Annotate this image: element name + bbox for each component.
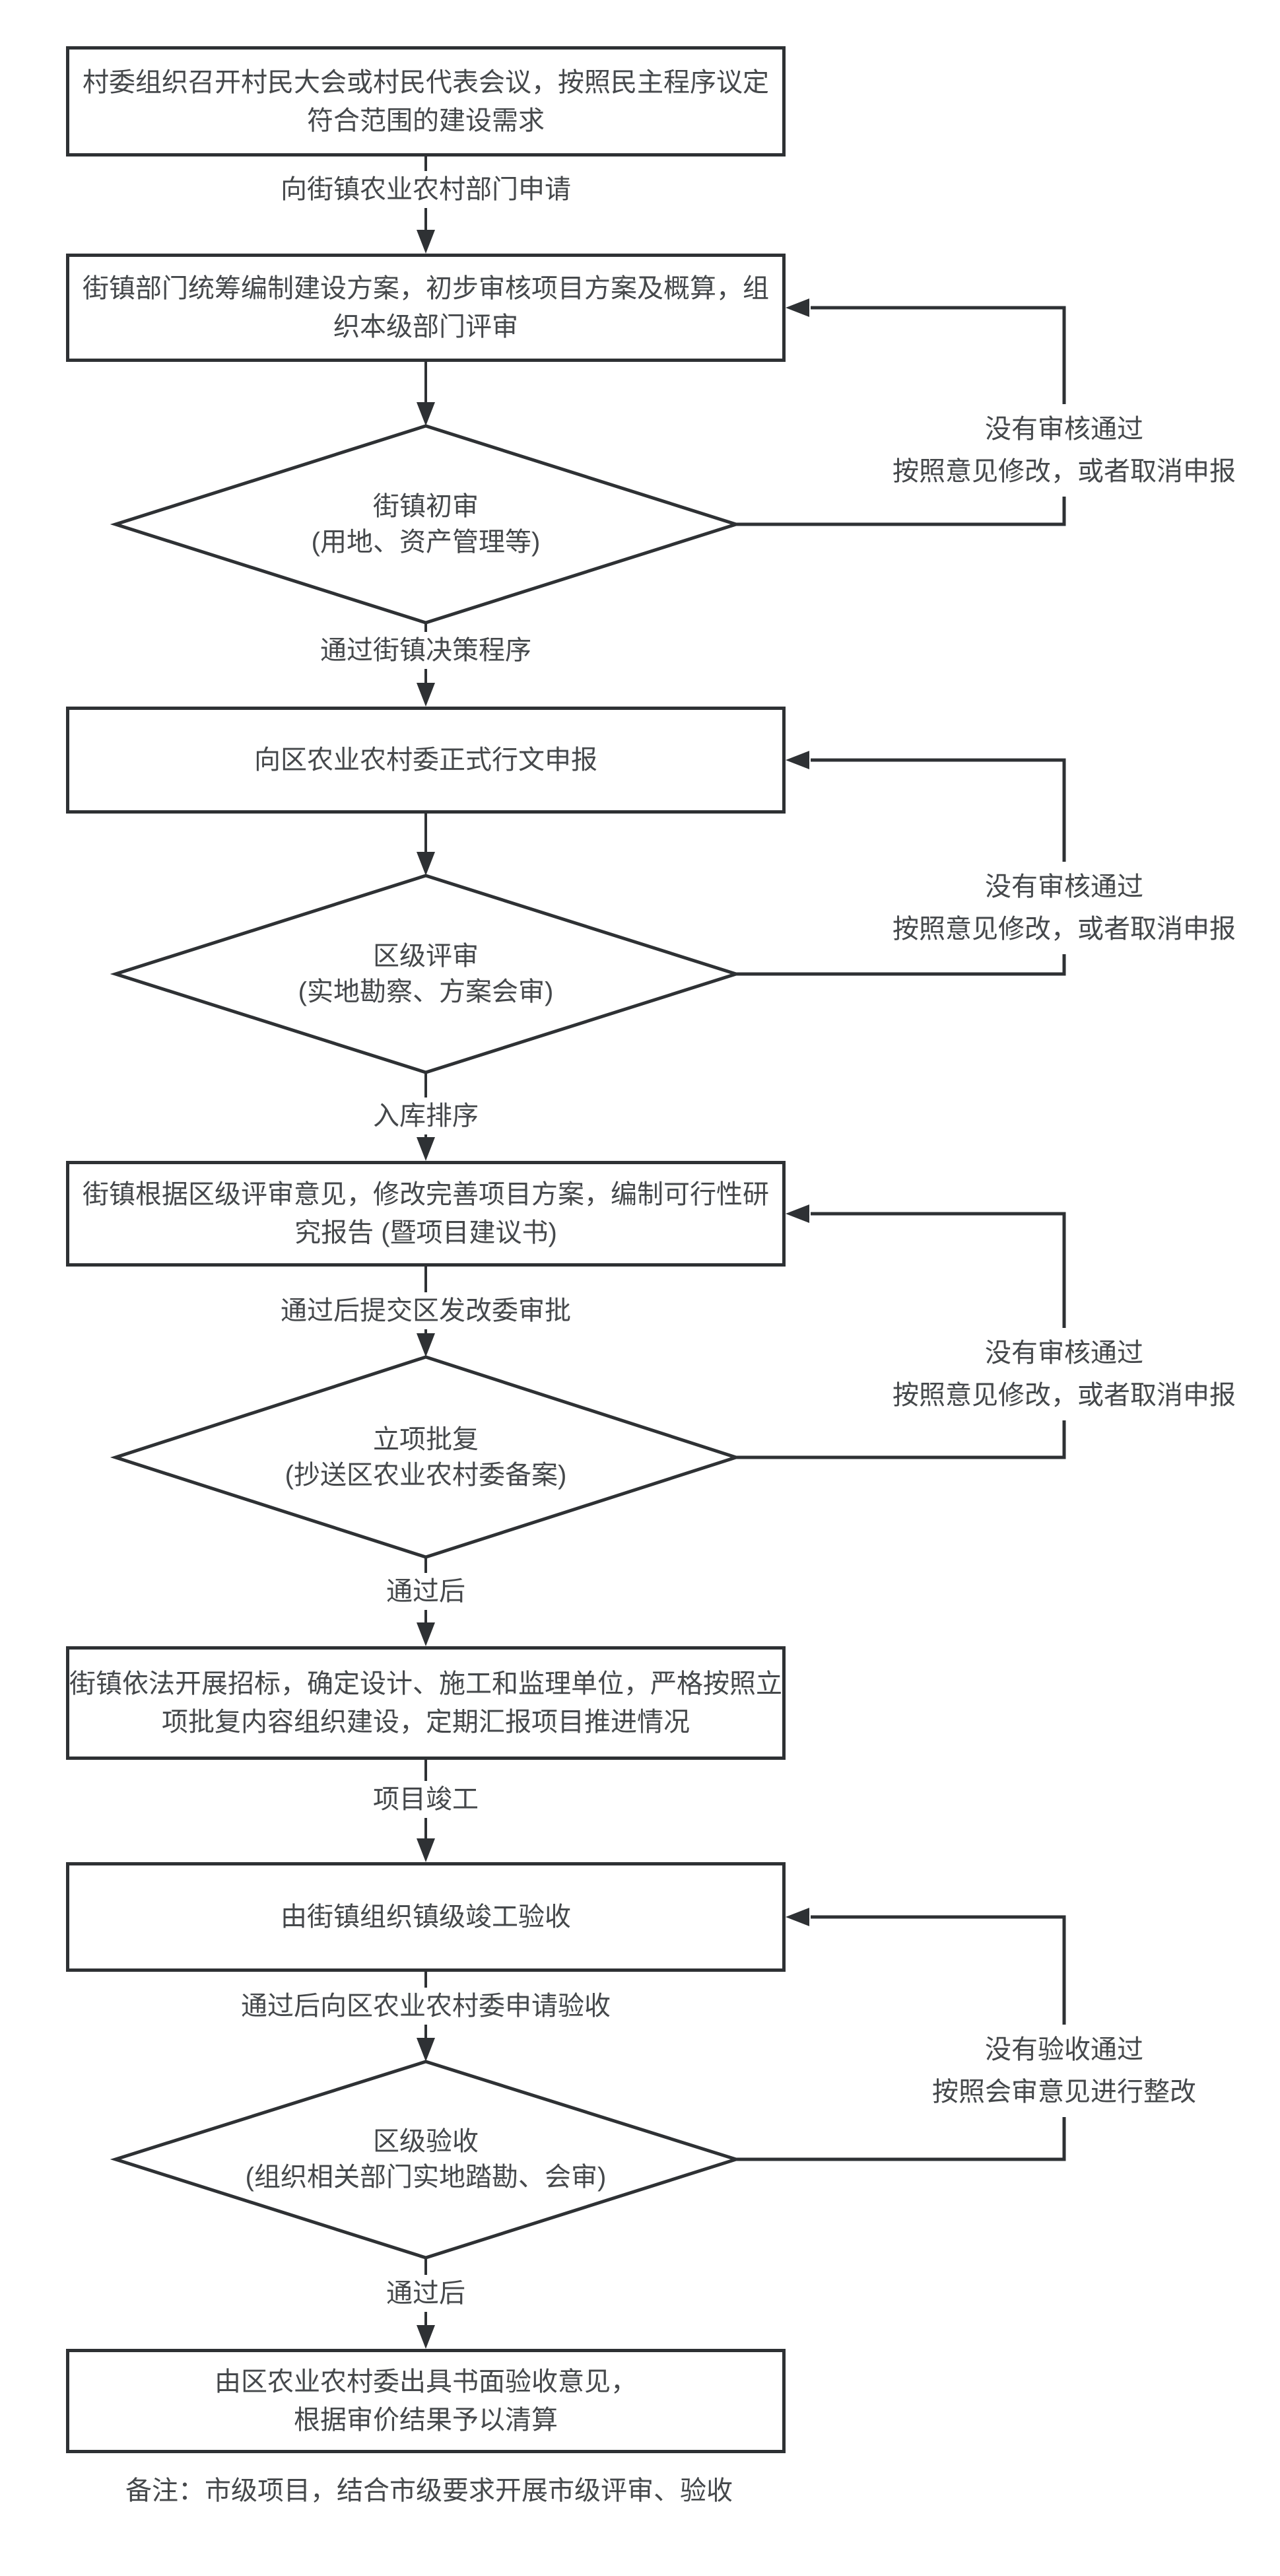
edge-label-text: 向街镇农业农村部门申请 bbox=[281, 175, 571, 204]
edge-label-after-approval-2: 通过后 bbox=[377, 2275, 475, 2312]
arrowhead-down-icon bbox=[417, 1333, 435, 1357]
edge-label-project-completion: 项目竣工 bbox=[364, 1781, 488, 1818]
node-formal-application: 向区农业农村委正式行文申报 bbox=[66, 707, 786, 814]
loop-label-text: 没有审核通过 bbox=[985, 872, 1143, 901]
node-text: 街镇根据区级评审意见，修改完善项目方案，编制可行性研 bbox=[83, 1180, 769, 1209]
feedback-loop-2-label: 没有审核通过 按照意见修改，或者取消申报 bbox=[886, 862, 1242, 954]
decision-town-preliminary-review-shape bbox=[110, 424, 742, 625]
edge-label-town-decision-procedure: 通过街镇决策程序 bbox=[311, 632, 541, 669]
decision-district-acceptance-shape bbox=[110, 2060, 742, 2260]
arrowhead-left-icon bbox=[786, 298, 809, 317]
loop-label-text: 按照意见修改，或者取消申报 bbox=[893, 457, 1236, 486]
arrowhead-down-icon bbox=[417, 1622, 435, 1646]
arrowhead-down-icon bbox=[417, 2038, 435, 2062]
node-text: 项批复内容组织建设，定期汇报项目推进情况 bbox=[162, 1708, 690, 1737]
decision-subtitle: (实地勘察、方案会审) bbox=[298, 977, 554, 1006]
edge-label-after-approval-1: 通过后 bbox=[377, 1573, 475, 1610]
loop-label-text: 按照意见修改，或者取消申报 bbox=[893, 1381, 1236, 1410]
edge-label-text: 项目竣工 bbox=[373, 1785, 479, 1814]
arrowhead-down-icon bbox=[417, 683, 435, 707]
edge-label-text: 通过后提交区发改委审批 bbox=[281, 1296, 571, 1325]
node-text: 由区农业农村委出具书面验收意见， bbox=[215, 2367, 637, 2396]
edge-label-pool-ranking: 入库排序 bbox=[364, 1097, 488, 1134]
node-town-plan-draft: 街镇部门统筹编制建设方案，初步审核项目方案及概算，组 织本级部门评审 bbox=[66, 254, 786, 362]
node-revise-plan-feasibility: 街镇根据区级评审意见，修改完善项目方案，编制可行性研 究报告 (暨项目建议书) bbox=[66, 1161, 786, 1267]
edge-label-text: 通过街镇决策程序 bbox=[320, 636, 531, 665]
decision-title: 立项批复 bbox=[372, 1425, 479, 1454]
decision-district-review-label: 区级评审 (实地勘察、方案会审) bbox=[298, 938, 554, 1010]
arrowhead-down-icon bbox=[417, 852, 435, 876]
loop-label-text: 没有审核通过 bbox=[985, 1339, 1143, 1368]
node-text: 究报告 (暨项目建议书) bbox=[294, 1218, 557, 1247]
decision-district-acceptance-label: 区级验收 (组织相关部门实地踏勘、会审) bbox=[246, 2124, 607, 2195]
feedback-loop-1-label: 没有审核通过 按照意见修改，或者取消申报 bbox=[886, 404, 1242, 497]
remark-note: 备注：市级项目，结合市级要求开展市级评审、验收 bbox=[125, 2475, 733, 2507]
node-town-acceptance: 由街镇组织镇级竣工验收 bbox=[66, 1862, 786, 1972]
decision-town-preliminary-review-label: 街镇初审 (用地、资产管理等) bbox=[312, 489, 541, 560]
decision-subtitle: (组织相关部门实地踏勘、会审) bbox=[245, 2163, 607, 2192]
node-bidding-construction: 街镇依法开展招标，确定设计、施工和监理单位，严格按照立 项批复内容组织建设，定期… bbox=[66, 1646, 786, 1760]
node-text: 根据审价结果予以清算 bbox=[294, 2406, 558, 2435]
decision-subtitle: (用地、资产管理等) bbox=[311, 528, 541, 557]
decision-project-approval-label: 立项批复 (抄送区农业农村委备案) bbox=[285, 1422, 567, 1493]
node-text: 街镇依法开展招标，确定设计、施工和监理单位，严格按照立 bbox=[69, 1669, 782, 1698]
decision-project-approval-shape bbox=[110, 1355, 742, 1559]
node-text: 织本级部门评审 bbox=[333, 312, 518, 341]
edge-label-apply-district-acceptance: 通过后向区农业农村委申请验收 bbox=[232, 1988, 620, 2025]
node-text: 向区农业农村委正式行文申报 bbox=[254, 746, 597, 775]
loop-label-text: 没有审核通过 bbox=[985, 415, 1143, 444]
node-text: 由街镇组织镇级竣工验收 bbox=[281, 1902, 571, 1932]
edge-label-apply-to-town: 向街镇农业农村部门申请 bbox=[271, 171, 580, 208]
feedback-loop-4-label: 没有验收通过 按照会审意见进行整改 bbox=[926, 2025, 1203, 2117]
arrowhead-left-icon bbox=[786, 1908, 809, 1926]
node-text: 街镇部门统筹编制建设方案，初步审核项目方案及概算，组 bbox=[83, 274, 769, 303]
remark-text: 备注：市级项目，结合市级要求开展市级评审、验收 bbox=[125, 2476, 733, 2505]
decision-subtitle: (抄送区农业农村委备案) bbox=[285, 1461, 567, 1490]
arrowhead-left-icon bbox=[786, 751, 809, 769]
edge-label-text: 通过后 bbox=[386, 2279, 465, 2308]
arrowhead-down-icon bbox=[417, 1838, 435, 1862]
arrowhead-down-icon bbox=[417, 402, 435, 426]
node-text: 符合范围的建设需求 bbox=[307, 106, 545, 135]
decision-title: 区级验收 bbox=[372, 2127, 479, 2156]
edge-label-text: 通过后向区农业农村委申请验收 bbox=[241, 1992, 611, 2021]
arrowhead-down-icon bbox=[417, 2325, 435, 2349]
edge-label-submit-to-ndrc: 通过后提交区发改委审批 bbox=[271, 1292, 580, 1329]
node-written-acceptance-settlement: 由区农业农村委出具书面验收意见， 根据审价结果予以清算 bbox=[66, 2349, 786, 2453]
decision-title: 街镇初审 bbox=[372, 492, 479, 521]
arrowhead-left-icon bbox=[786, 1204, 809, 1223]
edge-label-text: 入库排序 bbox=[373, 1101, 479, 1131]
node-text: 村委组织召开村民大会或村民代表会议，按照民主程序议定 bbox=[83, 67, 769, 97]
arrowhead-down-icon bbox=[417, 1137, 435, 1161]
node-village-demand: 村委组织召开村民大会或村民代表会议，按照民主程序议定 符合范围的建设需求 bbox=[66, 46, 786, 157]
loop-label-text: 按照会审意见进行整改 bbox=[932, 2077, 1196, 2106]
edge-label-text: 通过后 bbox=[386, 1577, 465, 1606]
loop-label-text: 按照意见修改，或者取消申报 bbox=[893, 915, 1236, 944]
decision-district-review-shape bbox=[110, 874, 742, 1074]
loop-label-text: 没有验收通过 bbox=[985, 2035, 1143, 2064]
decision-title: 区级评审 bbox=[372, 942, 479, 971]
feedback-loop-3-label: 没有审核通过 按照意见修改，或者取消申报 bbox=[886, 1328, 1242, 1420]
arrowhead-down-icon bbox=[417, 230, 435, 254]
